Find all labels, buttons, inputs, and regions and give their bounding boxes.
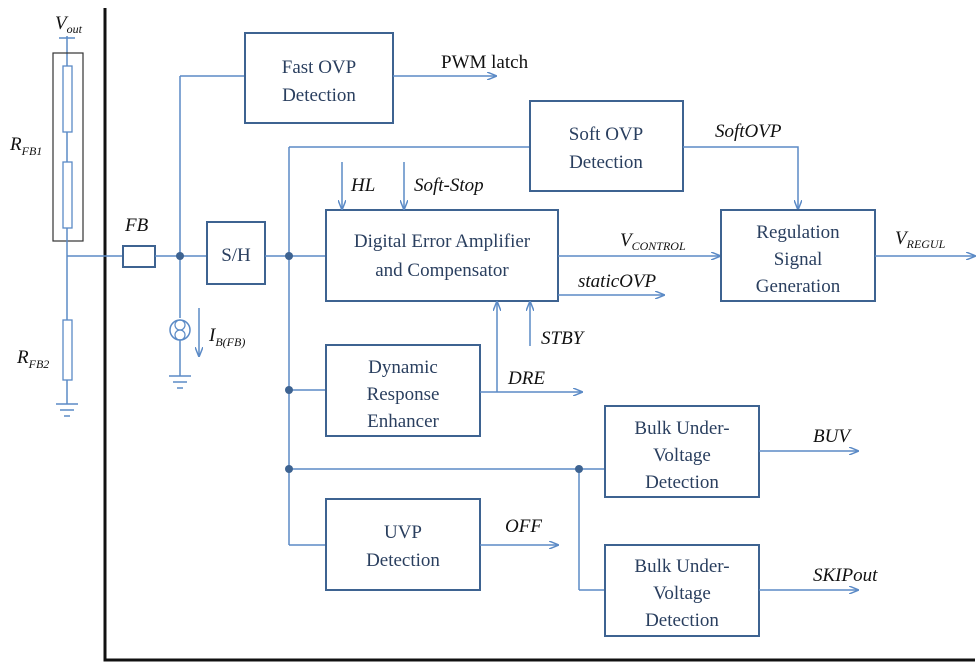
soft-ovp-signal-label: SoftOVP (715, 121, 782, 142)
rfb1-resistor-bottom (62, 161, 73, 229)
rfb2-resistor (62, 319, 73, 381)
signal-bus (265, 146, 605, 591)
rfb1-label: RFB1 (9, 134, 42, 158)
soft-ovp-arrow (683, 146, 798, 209)
soft-ovp-line2: Detection (569, 152, 643, 173)
bulk-uv-1-line1: Bulk Under- (634, 418, 729, 439)
bulk-uv-2-line1: Bulk Under- (634, 556, 729, 577)
skipout-label: SKIPout (813, 565, 878, 586)
uvp-line2: Detection (366, 550, 440, 571)
sample-hold-label: S/H (221, 245, 251, 266)
chip-boundary (103, 8, 975, 662)
regulation-line3: Generation (756, 276, 841, 297)
rfb1-highlight-box (52, 52, 84, 242)
off-label: OFF (505, 516, 542, 537)
uvp-line1: UVP (384, 522, 422, 543)
feedback-divider (52, 36, 123, 417)
fast-ovp-line1: Fast OVP (282, 57, 356, 78)
dre-block (325, 344, 481, 437)
uvp-block (325, 498, 481, 591)
dre-line3: Enhancer (367, 411, 439, 432)
buv-label: BUV (813, 426, 852, 447)
fast-ovp-line2: Detection (282, 85, 356, 106)
fb-pin (122, 245, 156, 268)
soft-stop-label: Soft-Stop (414, 175, 484, 196)
bulk-uv-2-line2: Voltage (653, 583, 711, 604)
rfb2-label: RFB2 (16, 347, 49, 371)
vout-label: Vout (55, 13, 83, 36)
regulation-line2: Signal (774, 249, 823, 270)
rfb1-resistor-top (62, 65, 73, 133)
error-amp-line2: and Compensator (375, 260, 509, 281)
ib-label: IB(FB) (208, 325, 245, 349)
dre-line1: Dynamic (368, 357, 438, 378)
regulation-line1: Regulation (756, 222, 840, 243)
bulk-uv-block-1 (604, 405, 760, 498)
hl-label: HL (350, 175, 375, 196)
static-ovp-label: staticOVP (578, 271, 656, 292)
vregul-label: VREGUL (895, 228, 946, 251)
pwm-latch-label: PWM latch (441, 52, 529, 73)
bulk-uv-block-2 (604, 544, 760, 637)
sample-hold-block (206, 221, 266, 285)
stby-label: STBY (541, 328, 586, 349)
vcontrol-label: VCONTROL (620, 230, 686, 253)
soft-ovp-block (529, 100, 684, 192)
dre-line2: Response (367, 384, 440, 405)
fb-pin-label: FB (124, 215, 149, 236)
bulk-uv-2-line3: Detection (645, 610, 719, 631)
error-amp-line1: Digital Error Amplifier (354, 231, 531, 252)
bulk-uv-1-line2: Voltage (653, 445, 711, 466)
fast-ovp-block (244, 32, 394, 124)
soft-ovp-line1: Soft OVP (569, 124, 643, 145)
dre-label: DRE (507, 368, 545, 389)
error-amplifier-block (325, 209, 559, 302)
fb-wiring (155, 75, 245, 389)
bulk-uv-1-line3: Detection (645, 472, 719, 493)
